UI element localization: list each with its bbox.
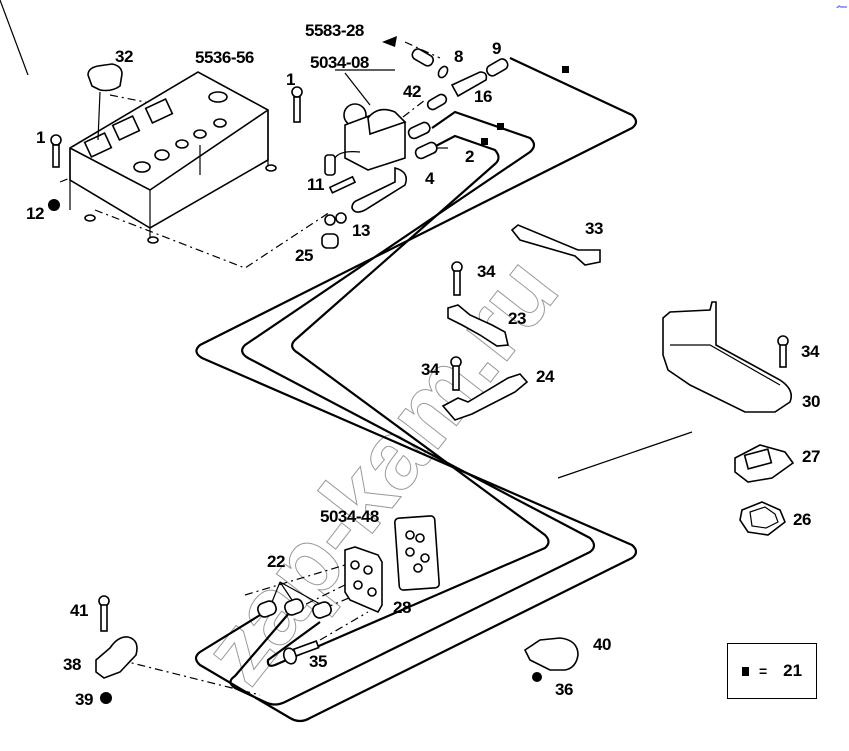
watermark: zap-kam.ru [182, 237, 579, 703]
clip-part-24 [441, 373, 529, 421]
pipe-line-inner [266, 134, 550, 667]
callout-label: 12 [26, 204, 44, 223]
callout-label: 38 [63, 655, 81, 674]
callout-label: 9 [492, 39, 501, 58]
corner-mark-icon [836, 5, 847, 8]
clip-part-33 [510, 224, 601, 266]
watermark-text: zap-kam.ru [182, 238, 578, 703]
callout-label: 2 [465, 147, 474, 166]
callout-label: 42 [403, 82, 421, 101]
callout-label: 27 [802, 447, 820, 466]
callout-label: 34 [477, 262, 496, 281]
callout-label: 26 [793, 510, 811, 529]
assembly-label: 5583-28 [305, 21, 364, 40]
legend-value: 21 [783, 661, 803, 680]
cap-part [87, 63, 123, 92]
gasket-part-26 [739, 501, 786, 536]
pipe-marker [497, 123, 504, 130]
callout-label: 1 [286, 70, 295, 89]
nut-part [48, 199, 60, 211]
callout-label: 40 [593, 635, 611, 654]
callout-label: 4 [425, 169, 435, 188]
bolt-part [291, 86, 303, 123]
assembly-label: 5034-08 [310, 53, 369, 72]
spacer [0, 0, 29, 76]
callout-label: 34 [421, 360, 440, 379]
bolt-part [50, 134, 62, 168]
leader-line [402, 99, 426, 118]
screw-part [282, 640, 320, 665]
pipe-marker-icon [741, 666, 749, 676]
mounting-bracket [69, 71, 277, 244]
callout-label: 30 [802, 392, 820, 411]
block-part-28 [344, 546, 383, 614]
callout-label: 32 [115, 47, 133, 66]
clip-part-23 [447, 304, 509, 347]
coupler-parts [257, 581, 332, 619]
washer-part [532, 672, 542, 682]
fitting-part [335, 212, 347, 224]
callout-label: 16 [474, 87, 492, 106]
leader-line [94, 209, 331, 269]
clamp-part-40 [523, 637, 579, 671]
leader-line [97, 91, 101, 141]
leader-line [557, 431, 693, 479]
bolt-part [98, 595, 110, 632]
callout-label: 34 [801, 342, 820, 361]
pipe-lines [194, 57, 638, 723]
reference-arrow [382, 36, 397, 47]
callout-label: 28 [393, 598, 411, 617]
pipe-line-middle [229, 110, 596, 706]
fitting-part [324, 214, 336, 226]
legend-equals: = [758, 663, 768, 679]
bolt-part [328, 175, 357, 194]
washer-part [100, 692, 112, 704]
callout-label: 23 [508, 309, 526, 328]
block-part-5034-48 [394, 515, 440, 591]
callout-label: 22 [267, 552, 285, 571]
bolt-part [777, 335, 789, 368]
callout-label: 11 [307, 175, 324, 194]
leader-line [404, 41, 441, 59]
panel-part-30 [662, 301, 793, 413]
plug-part [321, 233, 339, 249]
pipe-line-outer [194, 57, 638, 723]
assembly-label: 5536-56 [195, 48, 254, 67]
pipe-marker [562, 66, 569, 73]
valve-part [324, 103, 408, 213]
bolt-part [450, 356, 462, 391]
bolt-part [451, 261, 463, 296]
assembly-label: 5034-48 [320, 507, 379, 526]
clamp-part-38 [95, 636, 138, 679]
fittings-group [407, 48, 509, 160]
callout-label: 1 [36, 128, 45, 147]
callout-label: 39 [75, 690, 93, 709]
pipe-marker [481, 138, 488, 145]
callout-label: 33 [585, 219, 603, 238]
callout-label: 41 [70, 601, 88, 620]
callout-label: 36 [555, 680, 573, 699]
callout-label: 25 [295, 246, 313, 265]
callout-label: 24 [536, 367, 555, 386]
callout-label: 35 [309, 652, 327, 671]
leader-line [119, 659, 261, 696]
legend-box: = 21 [727, 643, 817, 699]
callout-label: 8 [454, 47, 463, 66]
leader-line [344, 72, 371, 106]
callout-label: 13 [352, 221, 370, 240]
